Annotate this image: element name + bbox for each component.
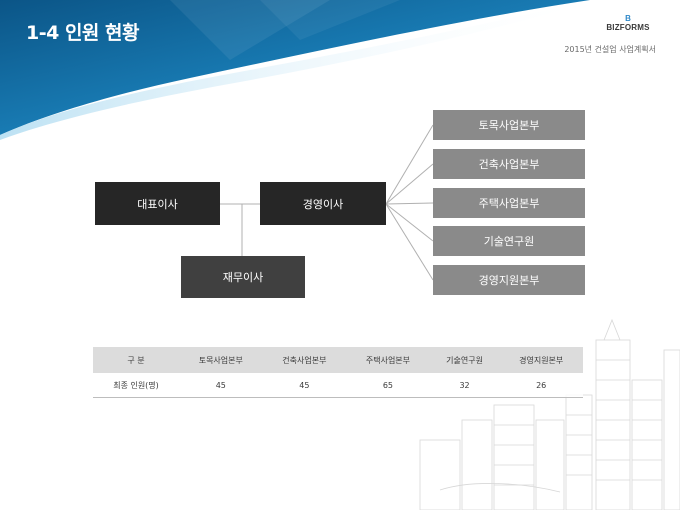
division-box: 경영지원본부 [433,265,585,295]
table-header-cell: 주택사업본부 [346,347,430,373]
brand-name: BIZFORMS [606,23,650,32]
finance-director-box: 재무이사 [181,256,305,298]
table-header-row: 구 분 토목사업본부 건축사업본부 주택사업본부 기술연구원 경영지원본부 [93,347,583,373]
table-cell: 45 [262,373,347,398]
page-title: 1-4 인원 현황 [26,22,139,44]
table-cell: 26 [499,373,583,398]
table-row: 최종 인원(명) 45 45 65 32 26 [93,373,583,398]
headcount-table: 구 분 토목사업본부 건축사업본부 주택사업본부 기술연구원 경영지원본부 최종… [93,347,583,398]
header-banner [0,0,600,140]
table-header-cell: 기술연구원 [429,347,500,373]
ceo-box: 대표이사 [95,182,220,225]
table-header-cell: 구 분 [93,347,179,373]
table-cell: 최종 인원(명) [93,373,179,398]
division-box: 기술연구원 [433,226,585,256]
table-header-cell: 토목사업본부 [179,347,263,373]
division-box: 토목사업본부 [433,110,585,140]
brand-mark-icon: B [625,14,631,23]
table-header-cell: 경영지원본부 [499,347,583,373]
table-header-cell: 건축사업본부 [262,347,347,373]
division-box: 건축사업본부 [433,149,585,179]
division-box: 주택사업본부 [433,188,585,218]
table-cell: 65 [346,373,430,398]
document-subtitle: 2015년 건설업 사업계획서 [564,45,656,54]
managing-director-box: 경영이사 [260,182,386,225]
table-cell: 45 [179,373,263,398]
brand-logo: B BIZFORMS [600,14,656,32]
table-cell: 32 [429,373,500,398]
